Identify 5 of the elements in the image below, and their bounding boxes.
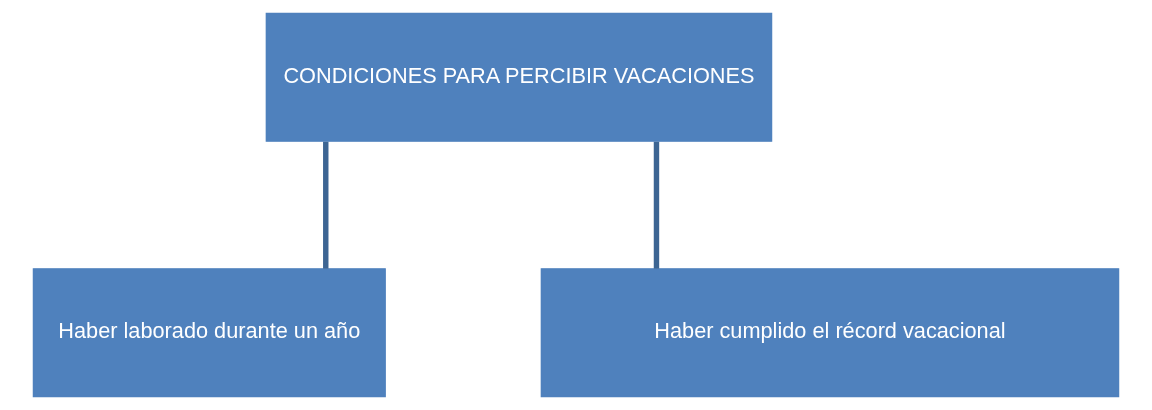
node-box: CONDICIONES PARA PERCIBIR VACACIONES — [265, 12, 773, 142]
connector — [323, 141, 329, 269]
node-box: Haber laborado durante un año — [32, 268, 386, 398]
connector — [653, 141, 660, 269]
node-box: Haber cumplido el récord vacacional — [540, 268, 1120, 398]
